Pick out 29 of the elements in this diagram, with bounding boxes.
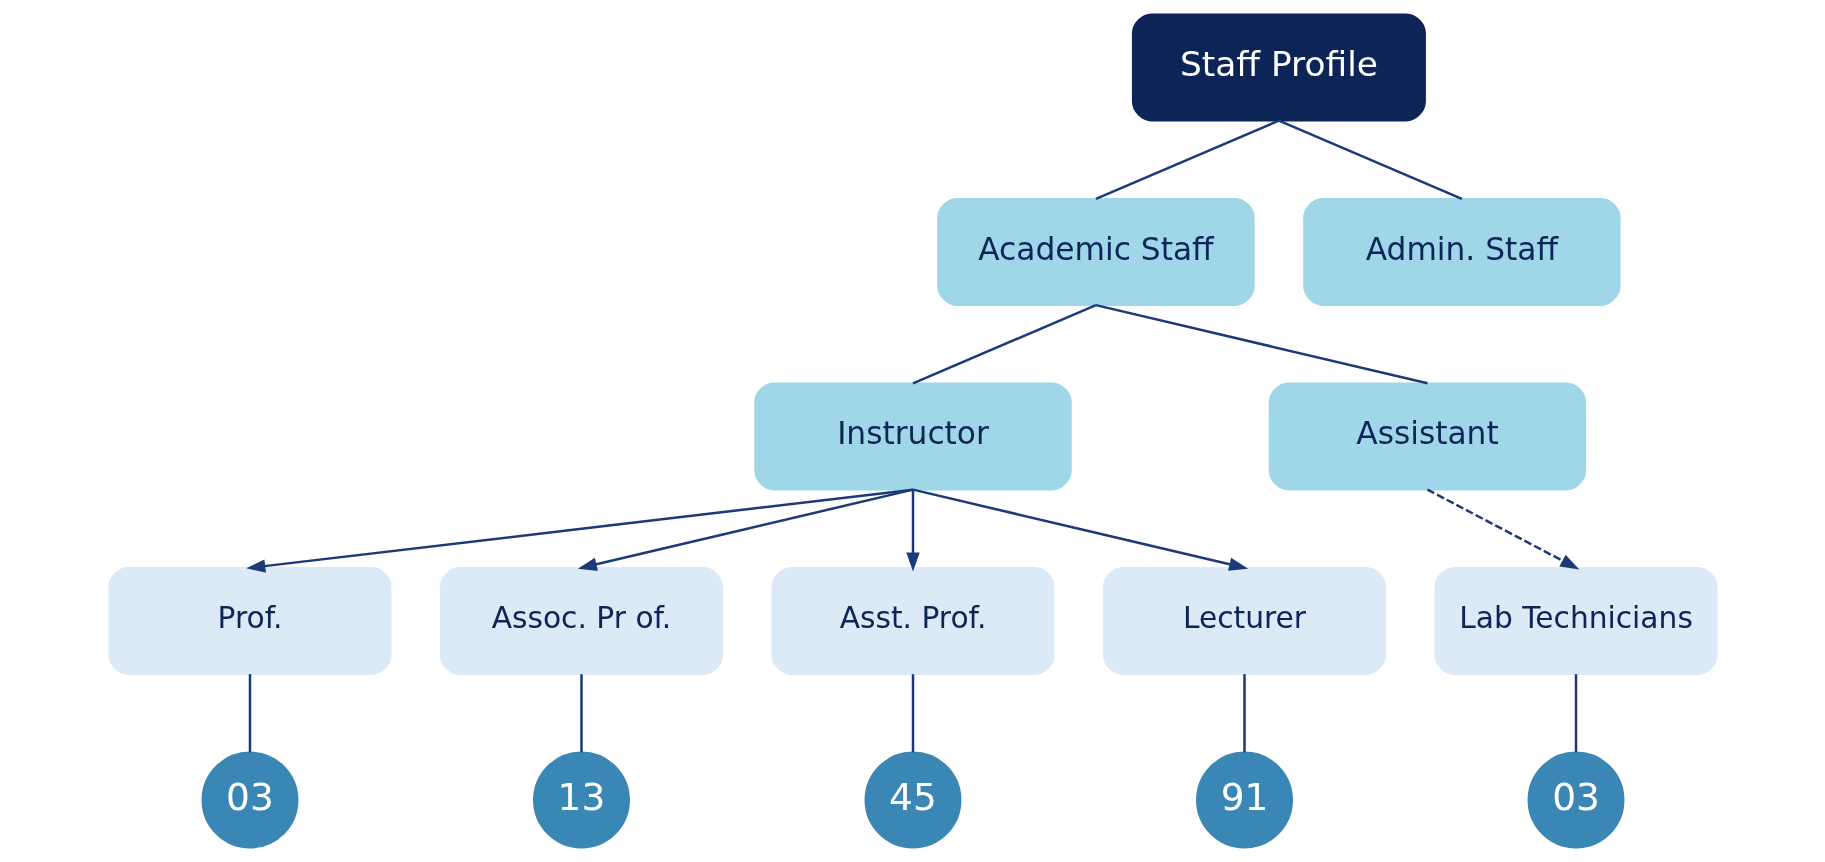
arrow [245, 488, 913, 573]
connector [579, 674, 583, 753]
node-box: Lab Technicians [1434, 567, 1718, 675]
node-box: Prof. [107, 567, 391, 675]
node-box: Assoc. Pr of. [439, 567, 723, 675]
node-box: Lecturer [1102, 567, 1386, 675]
connector [248, 674, 251, 753]
arrow [577, 488, 913, 571]
connector [1277, 119, 1462, 200]
node-box: Asst. Prof. [771, 567, 1054, 675]
arrow [1426, 488, 1579, 570]
node-circle: 03 [1527, 751, 1624, 849]
connector [1094, 119, 1279, 200]
node-circle: 13 [532, 751, 630, 849]
arrow [912, 488, 1248, 571]
connector [1242, 674, 1246, 753]
node-box: Instructor [753, 382, 1072, 491]
node-circle: 91 [1195, 751, 1293, 849]
arrow [905, 489, 920, 572]
connector [1574, 674, 1577, 753]
connector [911, 674, 914, 753]
node-circle: 45 [864, 751, 961, 849]
node-box: Admin. Staff [1302, 198, 1621, 306]
node-box: Academic Staff [936, 198, 1255, 306]
node-box: Staff Profile [1131, 13, 1426, 122]
connector [912, 303, 1096, 385]
node-circle: 03 [201, 751, 298, 849]
node-box: Assistant [1268, 382, 1586, 491]
connector [1095, 303, 1428, 385]
